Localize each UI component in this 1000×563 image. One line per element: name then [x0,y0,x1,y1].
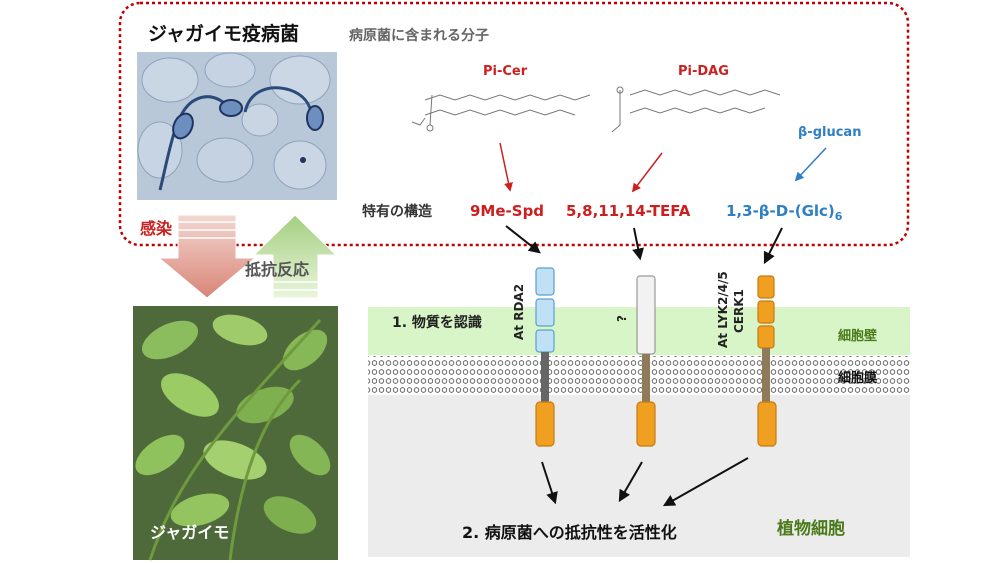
potato-label: ジャガイモ [150,523,229,542]
cell-wall-label: 細胞壁 [838,328,877,344]
arrow-pi-dag [631,152,663,193]
receptor-label-rda2: At RDA2 [512,284,526,340]
step1-label: 1. 物質を認識 [392,314,482,331]
plant-cell-label: 植物細胞 [777,518,845,539]
infection-label: 感染 [140,219,173,238]
arrow-unknown-to-response [618,461,643,503]
structure-tefa: 5,8,11,14-TEFA [566,202,691,220]
cell-membrane-region [368,356,910,394]
receptor-rda2 [535,267,555,447]
receptor-unknown [636,275,656,447]
arrow-rda2-to-response [541,461,558,505]
molecule-label-pi-cer: Pi-Cer [483,64,528,79]
receptor-label-lyk: At LYK2/4/5 [716,271,730,348]
arrow-tefa-to-unknown [632,227,645,261]
pi-dag-structure [611,86,781,133]
cell-membrane-label: 細胞膜 [838,370,877,386]
potato-plant-photo [133,306,338,561]
arrow-spd-to-rda2 [505,225,541,254]
step2-label: 2. 病原菌への抵抗性を活性化 [462,523,677,542]
specific-structure-label: 特有の構造 [362,203,432,220]
arrow-glucan-to-lyk [763,227,783,265]
arrow-beta-glucan [794,147,827,182]
molecule-label-pi-dag: Pi-DAG [678,64,729,79]
pi-cer-structure [411,94,591,132]
structure-glucan: 1,3-β-D-(Glc)6 [726,202,843,223]
infection-arrow [157,214,257,299]
arrow-lyk-to-response [662,457,749,507]
structure-glucan-base: 1,3-β-D-(Glc) [726,202,835,220]
structure-9me-spd: 9Me-Spd [470,202,544,220]
pathogen-dashed-box [118,1,910,247]
receptor-lyk-cerk1 [757,275,777,447]
pathogen-micrograph [137,52,337,200]
molecules-heading: 病原菌に含まれる分子 [349,27,489,44]
pathogen-title: ジャガイモ疫病菌 [148,22,299,45]
structure-glucan-subscript: 6 [835,210,843,223]
receptor-label-cerk1: CERK1 [732,289,746,333]
resistance-arrow [252,214,338,299]
receptor-label-unknown: ? [615,315,629,322]
resistance-label: 抵抗反応 [245,260,309,279]
molecule-label-beta-glucan: β-glucan [798,125,861,140]
arrow-pi-cer [499,142,513,192]
